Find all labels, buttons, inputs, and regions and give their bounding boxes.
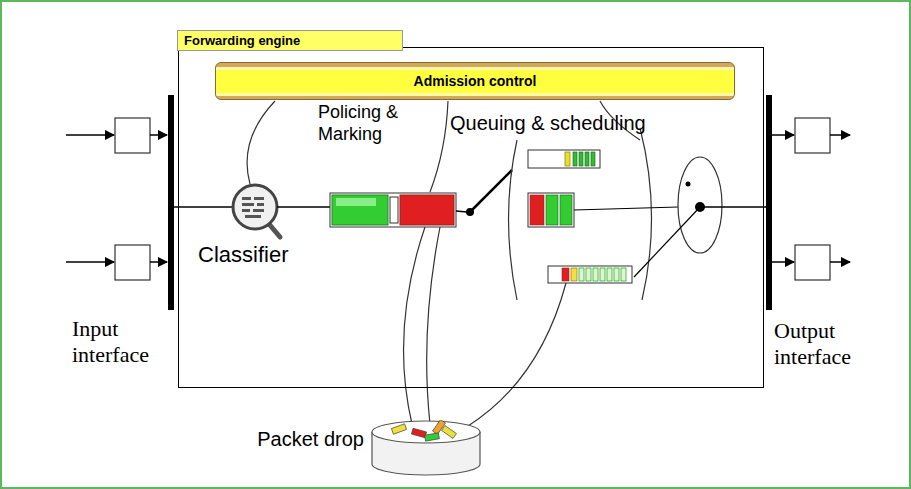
- policer-meter-part: [390, 197, 398, 223]
- input-interface-symbol: [66, 95, 174, 310]
- admission-control-wires-part: [430, 101, 448, 192]
- scheduler-symbol-part: [678, 157, 722, 253]
- classifier-magnifier-part: [242, 197, 251, 200]
- scheduler-symbol-part: [634, 207, 700, 277]
- policer-meter-part: [332, 195, 388, 225]
- classifier-magnifier-part: [277, 206, 330, 208]
- input-interface-symbol-part: [115, 118, 150, 153]
- dropped-packet: [425, 433, 440, 441]
- policer-meter-part: [400, 195, 454, 225]
- policer-meter-part: [456, 211, 467, 212]
- queue-set-part: [586, 268, 591, 281]
- interface-label: Input interface: [72, 316, 167, 369]
- queue-set-part: [528, 150, 600, 168]
- classifier-magnifier-part: [174, 206, 233, 208]
- bin-outline: [370, 420, 482, 476]
- scheduler-symbol-part: [574, 207, 678, 210]
- queue-set-part: [571, 268, 577, 281]
- queue-set-part: [579, 152, 583, 166]
- input-interface-symbol-part: [150, 261, 167, 263]
- input-interface-symbol-part: [66, 134, 114, 136]
- queue-set-part: [560, 195, 572, 225]
- queue-set-part: [528, 193, 574, 227]
- output-interface-symbol: [766, 95, 850, 310]
- queue-set-part: [621, 268, 626, 281]
- queue-set-part: [579, 268, 584, 281]
- classifier-magnifier-part: [254, 197, 264, 200]
- classifier-magnifier-part: [257, 203, 264, 206]
- queue-set-part: [509, 140, 518, 300]
- output-interface-symbol-part: [772, 261, 794, 263]
- bin-label: Packet drop: [257, 428, 364, 451]
- forwarding-engine-box: Admission controlForwarding engine: [178, 47, 764, 388]
- drop-wires: [404, 227, 566, 426]
- queue-set-part: [640, 128, 652, 300]
- stage-label: Policing & Marking: [318, 102, 428, 145]
- classifier-magnifier-part: [233, 185, 277, 229]
- classifier-magnifier-part: [269, 224, 280, 237]
- dropped-packet: [411, 428, 426, 437]
- queue-set-part: [614, 268, 619, 281]
- queue-set: [509, 128, 652, 300]
- queue-set-part: [585, 152, 589, 166]
- policer-meter: [330, 170, 512, 227]
- queue-set-part: [600, 268, 605, 281]
- output-interface-symbol-part: [795, 245, 830, 280]
- policer-meter-part: [330, 193, 456, 227]
- drop-wires-part: [468, 283, 566, 426]
- classifier-magnifier-part: [242, 203, 254, 206]
- output-interface-symbol-part: [830, 261, 850, 263]
- box-heading-tab: Forwarding engine: [177, 30, 403, 51]
- scheduler-symbol: [574, 157, 766, 277]
- queue-set-part: [591, 152, 595, 166]
- queue-set-part: [593, 268, 598, 281]
- classifier-magnifier-part: [253, 209, 264, 212]
- scheduler-symbol-part: [700, 206, 766, 208]
- queue-set-part: [565, 152, 570, 166]
- input-interface-symbol-part: [66, 261, 114, 263]
- input-interface-symbol-part: [150, 134, 167, 136]
- bin-rim: [372, 421, 480, 443]
- dropped-packet: [442, 426, 457, 439]
- admission-control-bar: Admission control: [215, 62, 735, 100]
- input-interface-symbol-part: [115, 245, 150, 280]
- scheduler-symbol-part: [686, 182, 691, 187]
- bar-label: Admission control: [414, 73, 537, 89]
- queue-set-part: [548, 266, 632, 283]
- dropped-packet: [391, 424, 406, 434]
- stage-label: Classifier: [198, 242, 288, 268]
- output-interface-symbol-part: [766, 95, 772, 310]
- classifier-magnifier: [174, 185, 330, 237]
- queue-set-part: [530, 195, 544, 225]
- admission-control-wires-part: [247, 101, 275, 184]
- policer-meter-part: [470, 170, 512, 212]
- classifier-magnifier-part: [245, 215, 261, 218]
- packet-drop-bin: Packet drop: [370, 420, 482, 476]
- queue-set-part: [546, 195, 558, 225]
- stage-label: Queuing & scheduling: [450, 111, 646, 135]
- output-interface-symbol-part: [795, 118, 830, 153]
- output-interface-symbol-part: [830, 134, 850, 136]
- queue-set-part: [607, 268, 612, 281]
- classifier-magnifier-part: [242, 209, 250, 212]
- policer-meter-part: [336, 198, 376, 206]
- interface-label: Output interface: [774, 318, 902, 371]
- drop-wires-part: [404, 227, 425, 424]
- output-interface-symbol-part: [772, 134, 794, 136]
- drop-wires-part: [427, 227, 440, 424]
- queue-set-part: [562, 268, 569, 281]
- input-interface-symbol-part: [168, 95, 174, 310]
- queue-set-part: [573, 152, 577, 166]
